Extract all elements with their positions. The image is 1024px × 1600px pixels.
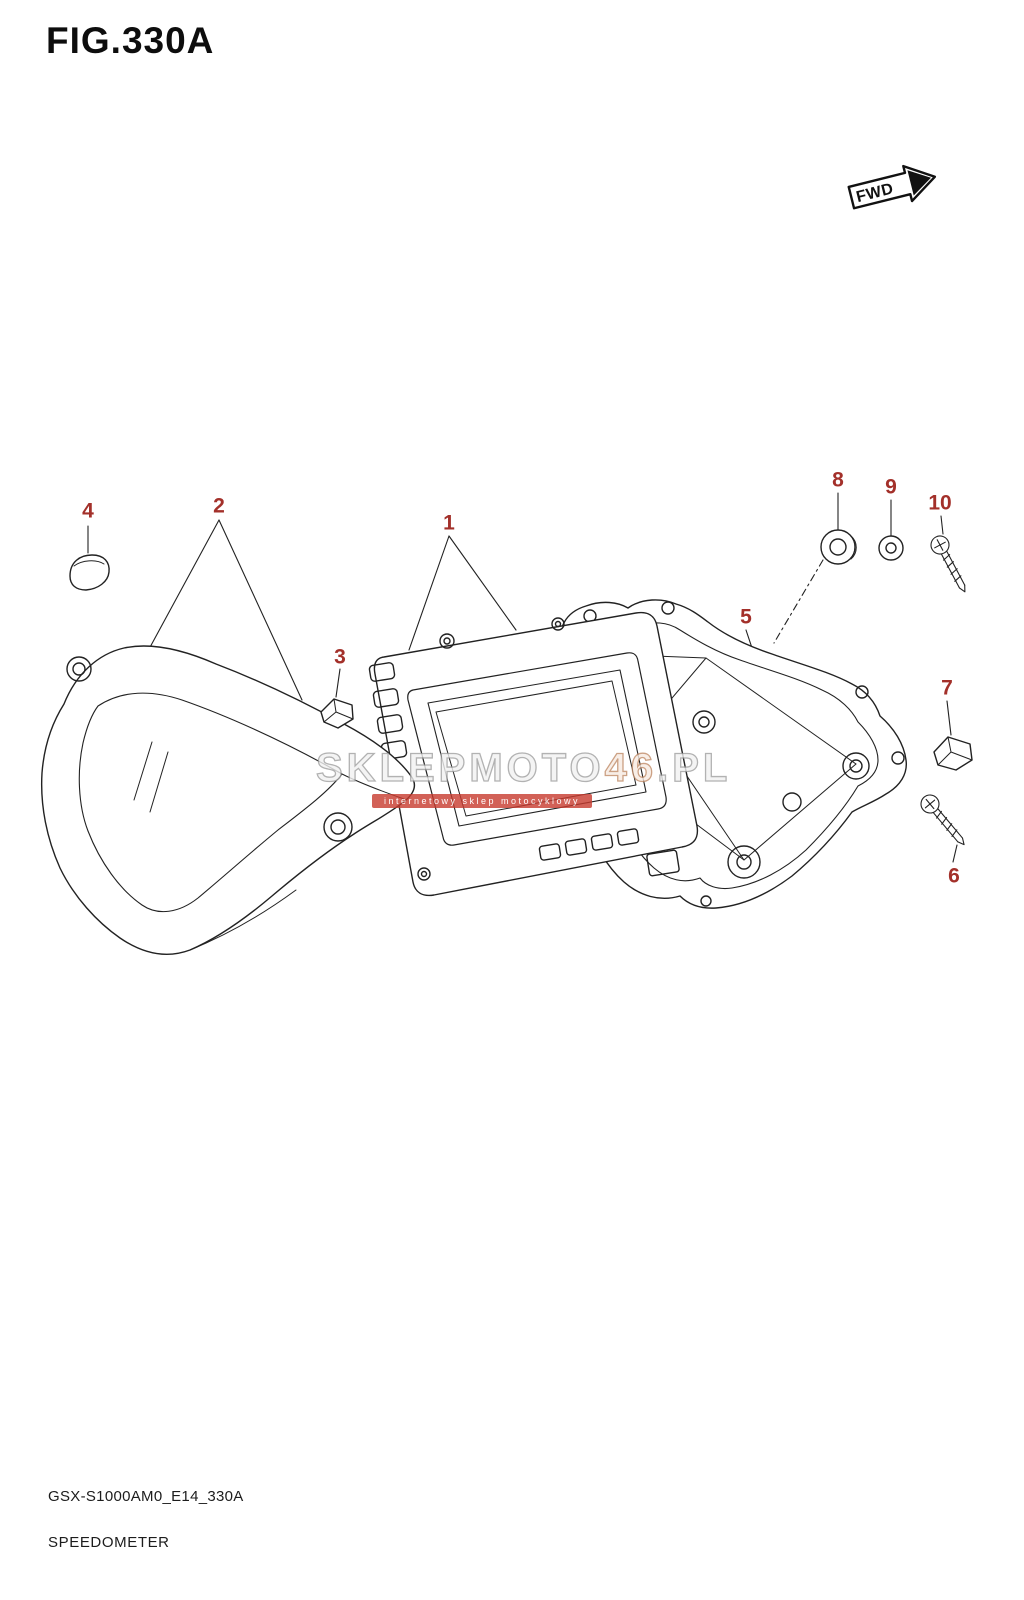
callout-10: 10 xyxy=(928,491,952,515)
cushion-4 xyxy=(69,554,110,591)
footer-section-title: SPEEDOMETER xyxy=(48,1534,170,1551)
speedometer-unit xyxy=(368,611,699,897)
grommet-8 xyxy=(820,529,857,565)
callout-1: 1 xyxy=(443,511,455,535)
fwd-arrow: FWD xyxy=(847,164,937,210)
callout-7: 7 xyxy=(941,676,953,700)
meter-cover xyxy=(40,645,416,955)
leader-lines xyxy=(87,492,958,863)
callout-9: 9 xyxy=(885,475,897,499)
cushion-7 xyxy=(933,736,973,771)
screw-10 xyxy=(930,535,966,593)
callout-8: 8 xyxy=(832,468,844,492)
callout-3: 3 xyxy=(334,645,346,669)
callout-5: 5 xyxy=(740,605,752,629)
footer-part-code: GSX-S1000AM0_E14_330A xyxy=(48,1488,244,1505)
figure-title: FIG.330A xyxy=(46,20,215,61)
callout-2: 2 xyxy=(213,494,225,518)
callout-6: 6 xyxy=(948,864,960,888)
callout-4: 4 xyxy=(82,499,94,523)
screw-6 xyxy=(920,794,965,846)
cushion-3 xyxy=(320,698,354,729)
washer-9 xyxy=(878,535,904,561)
